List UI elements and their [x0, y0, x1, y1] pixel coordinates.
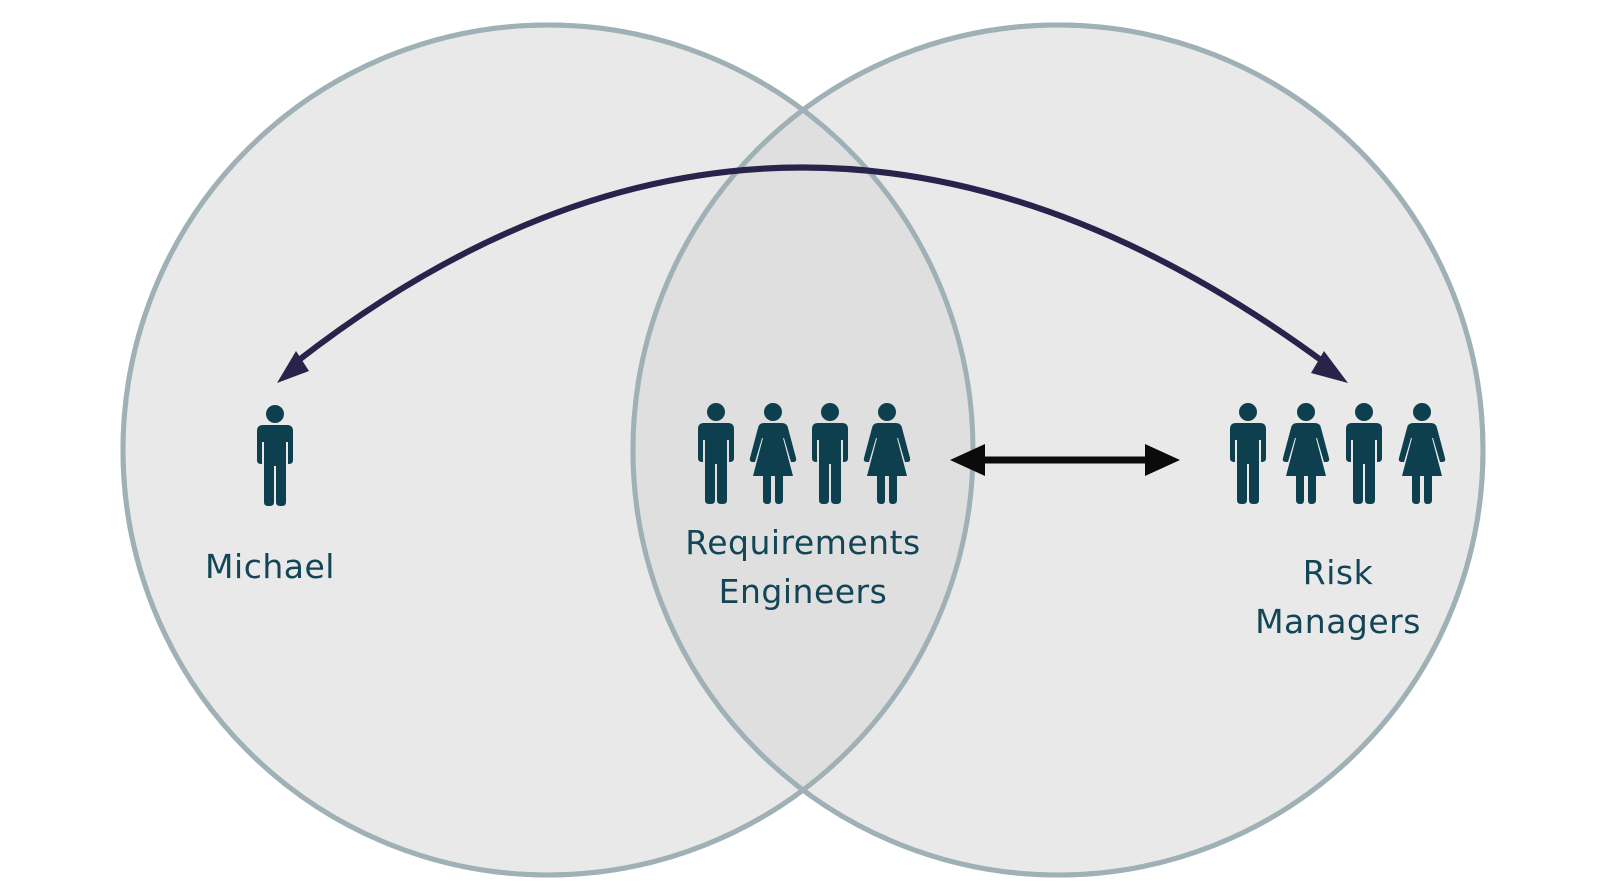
risk-managers-label-line2: Managers	[1255, 602, 1421, 641]
venn-overlap-region	[633, 110, 973, 790]
michael-label: Michael	[205, 547, 335, 586]
venn-circle-right-outline	[630, 22, 1486, 878]
curved-double-arrow	[277, 164, 1348, 383]
requirements-engineers-label-line2: Engineers	[719, 572, 888, 611]
straight-double-arrow	[950, 444, 1180, 476]
risk-managers-label-line1: Risk	[1303, 553, 1374, 592]
requirements-engineers-label-line1: Requirements	[685, 523, 920, 562]
